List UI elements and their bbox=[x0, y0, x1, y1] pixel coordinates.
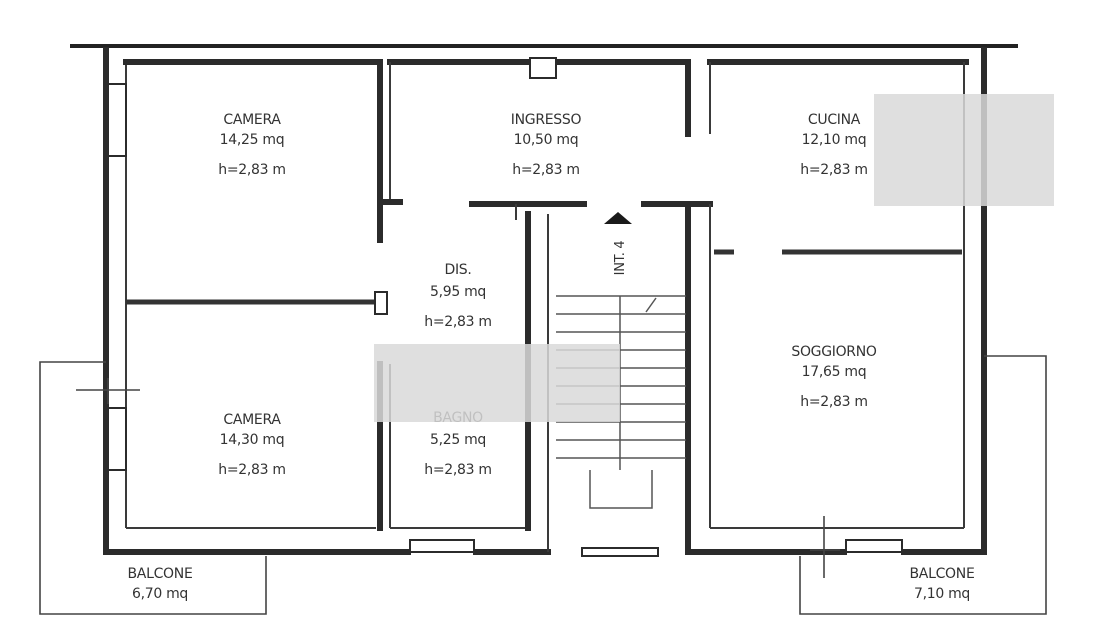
redaction-patch bbox=[874, 94, 1054, 206]
stair-label: INT. 4 bbox=[613, 241, 628, 276]
room-name: CAMERA bbox=[223, 112, 281, 128]
room-name: BALCONE bbox=[128, 566, 193, 582]
up-arrow-icon bbox=[604, 212, 632, 224]
room-height: h=2,83 m bbox=[800, 162, 867, 178]
room-ingresso: INGRESSO 10,50 mq h=2,83 m bbox=[511, 112, 582, 178]
room-height: h=2,83 m bbox=[512, 162, 579, 178]
room-soggiorno: SOGGIORNO 17,65 mq h=2,83 m bbox=[791, 344, 877, 410]
room-camera-top: CAMERA 14,25 mq h=2,83 m bbox=[218, 112, 286, 178]
room-height: h=2,83 m bbox=[218, 162, 285, 178]
room-balcone-right: BALCONE 7,10 mq bbox=[910, 566, 975, 602]
room-area: 7,10 mq bbox=[914, 586, 970, 602]
room-height: h=2,83 m bbox=[424, 314, 491, 330]
room-name: INGRESSO bbox=[511, 112, 582, 128]
redaction-patch bbox=[374, 344, 620, 422]
room-area: 6,70 mq bbox=[132, 586, 188, 602]
room-height: h=2,83 m bbox=[800, 394, 867, 410]
room-cucina: CUCINA 12,10 mq h=2,83 m bbox=[800, 112, 868, 178]
balconies bbox=[39, 355, 1047, 615]
room-height: h=2,83 m bbox=[218, 462, 285, 478]
windows bbox=[107, 57, 903, 557]
room-name: CAMERA bbox=[223, 412, 281, 428]
room-name: DIS. bbox=[444, 262, 471, 278]
room-area: 14,30 mq bbox=[220, 432, 285, 448]
room-dis: DIS. 5,95 mq h=2,83 m bbox=[424, 262, 492, 330]
room-name: CUCINA bbox=[808, 112, 861, 128]
room-balcone-left: BALCONE 6,70 mq bbox=[128, 566, 193, 602]
room-name: SOGGIORNO bbox=[791, 344, 877, 360]
room-area: 17,65 mq bbox=[802, 364, 867, 380]
outer-walls bbox=[103, 47, 987, 555]
room-area: 5,25 mq bbox=[430, 432, 486, 448]
room-name: BALCONE bbox=[910, 566, 975, 582]
room-area: 12,10 mq bbox=[802, 132, 867, 148]
room-area: 14,25 mq bbox=[220, 132, 285, 148]
room-area: 5,95 mq bbox=[430, 284, 486, 300]
room-height: h=2,83 m bbox=[424, 462, 491, 478]
room-area: 10,50 mq bbox=[514, 132, 579, 148]
room-camera-bottom: CAMERA 14,30 mq h=2,83 m bbox=[218, 412, 286, 478]
